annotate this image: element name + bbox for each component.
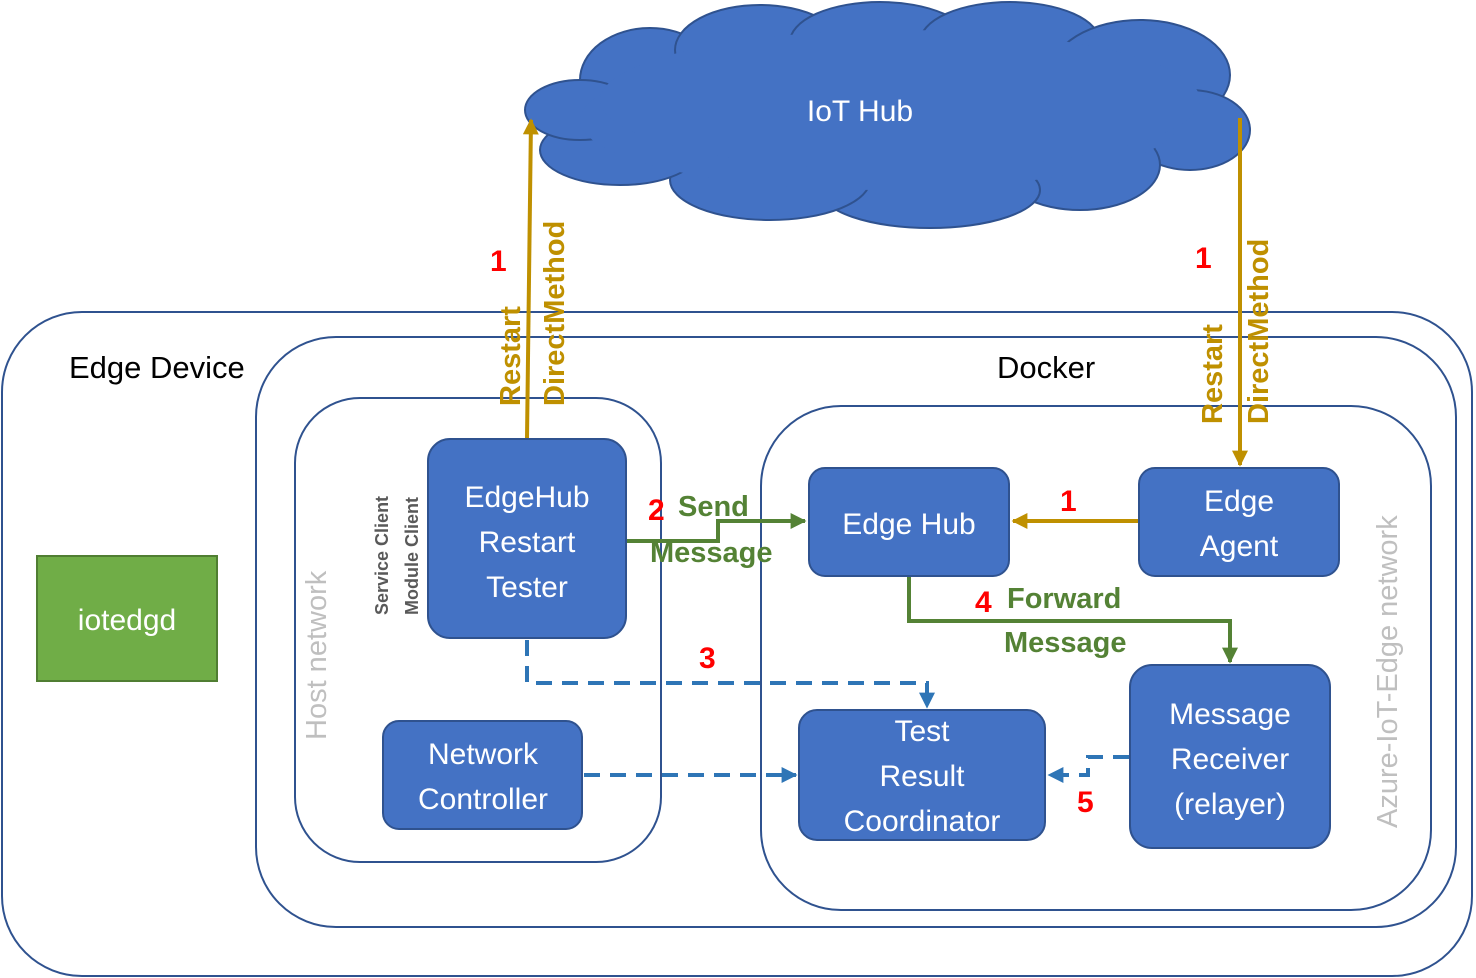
iotedgd-label: iotedgd: [78, 604, 176, 637]
forward-message-arrow: [907, 577, 1238, 664]
step-1-agent: 1: [1060, 485, 1077, 518]
module-client-label: Module Client: [402, 497, 422, 615]
service-client-label: Service Client: [372, 496, 392, 615]
edge-agent-box: [1138, 467, 1340, 577]
host-network-container: [294, 397, 662, 863]
tester-label-line3: Tester: [486, 571, 568, 604]
azure-network-label: Azure-IoT-Edge network: [1372, 515, 1404, 828]
coordinator-line2: Result: [879, 760, 965, 793]
coordinator-line1: Test: [894, 715, 950, 748]
step-5: 5: [1077, 786, 1094, 819]
receiver-line2: Receiver: [1171, 743, 1289, 776]
right-restart-label: Restart: [1197, 324, 1229, 424]
iot-hub-label: IoT Hub: [807, 95, 913, 128]
edge-agent-line2: Agent: [1200, 530, 1279, 563]
network-controller-box: [382, 720, 583, 830]
test-result-coordinator-box: [798, 709, 1046, 841]
edge-hub-box: [808, 467, 1010, 577]
edge-hub-label: Edge Hub: [842, 508, 975, 541]
left-direct-method-arrow: [522, 118, 539, 439]
tester-to-coordinator-arrow: [525, 640, 935, 709]
iotedgd-box: [36, 555, 218, 682]
step-3: 3: [699, 642, 716, 675]
left-restart-label: Restart: [495, 306, 527, 406]
edgehub-restart-tester-box: [427, 438, 627, 639]
network-controller-line2: Controller: [418, 783, 548, 816]
forward-message-label: Message: [1004, 627, 1127, 659]
left-directmethod-label: DirectMethod: [539, 221, 571, 406]
step-4: 4: [975, 586, 992, 619]
receiver-line1: Message: [1169, 698, 1291, 731]
receiver-to-coordinator-arrow: [1047, 755, 1129, 783]
send-message-label: Message: [650, 537, 773, 569]
message-receiver-box: [1129, 664, 1331, 849]
network-controller-line1: Network: [428, 738, 539, 771]
receiver-line3: (relayer): [1174, 788, 1286, 821]
edge-device-container: [1, 311, 1473, 977]
tester-label-line1: EdgeHub: [464, 481, 589, 514]
tester-label-line2: Restart: [479, 526, 576, 559]
edge-device-label: Edge Device: [69, 350, 245, 385]
step-1-left: 1: [490, 245, 507, 278]
step-2: 2: [648, 494, 665, 527]
coordinator-line3: Coordinator: [844, 805, 1001, 838]
azure-network-container: [760, 405, 1432, 911]
step-1-right: 1: [1195, 242, 1212, 275]
forward-label: Forward: [1007, 583, 1121, 615]
edge-agent-line1: Edge: [1204, 485, 1274, 518]
host-network-label: Host network: [301, 570, 333, 740]
send-label: Send: [678, 491, 749, 523]
send-message-arrow: [627, 513, 807, 543]
docker-label: Docker: [997, 350, 1095, 385]
docker-container: [255, 336, 1457, 928]
right-directmethod-label: DirectMethod: [1243, 239, 1275, 424]
